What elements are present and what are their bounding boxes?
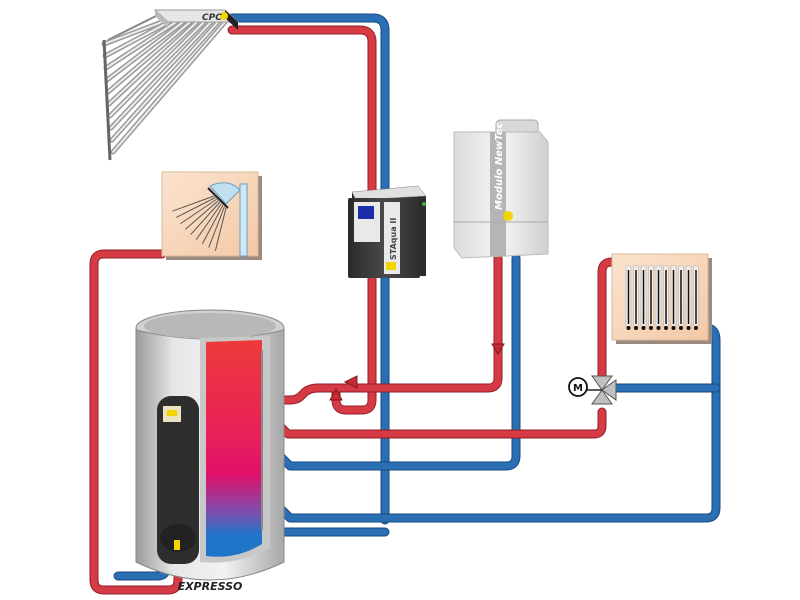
collector-tube <box>107 21 191 93</box>
shower-glass-icon <box>239 183 248 257</box>
collector-tube <box>108 21 198 105</box>
spray-line <box>201 204 224 245</box>
spray-line <box>180 198 218 225</box>
collector-brand-label: CPC <box>202 13 222 23</box>
valve-body-icon <box>591 375 613 391</box>
collector-tube <box>110 21 212 129</box>
flow-arrow-up <box>329 387 343 401</box>
boiler-flow-pipe <box>257 253 503 405</box>
shower-panel <box>161 171 262 260</box>
spray-line <box>208 206 225 248</box>
spray-line <box>195 203 222 240</box>
flow-arrow-left <box>343 375 358 389</box>
boiler-badge <box>503 211 513 221</box>
storage-tank: EXPRESSO <box>135 309 285 593</box>
flow-arrow-down <box>491 343 505 355</box>
boiler: Modulo NewTec <box>453 119 549 259</box>
controller-label: STAqua II <box>389 218 398 260</box>
controller-display <box>358 206 374 219</box>
tank-heater-module <box>157 396 199 564</box>
spray-line <box>214 207 227 251</box>
controller-status-led <box>422 202 426 206</box>
tank-water-gradient <box>206 340 262 557</box>
spray-line <box>184 200 219 230</box>
spray-line <box>190 201 221 236</box>
pipe-network <box>89 13 721 595</box>
collector-header: CPC <box>153 9 240 30</box>
collector-tube <box>109 21 205 117</box>
boiler-label: Modulo NewTec <box>494 122 505 210</box>
spray-line <box>176 197 216 218</box>
radiator-fins-icon <box>625 265 699 330</box>
shower-head-icon <box>172 182 241 251</box>
solar-controller: STAqua II <box>348 185 427 278</box>
collector-badge <box>220 12 228 20</box>
collector-tube <box>106 21 184 81</box>
tank-label: EXPRESSO <box>178 580 243 593</box>
valve-motor-label: M <box>573 383 583 394</box>
spray-line <box>172 195 215 212</box>
controller-badge <box>386 262 396 270</box>
radiator-return-pipe <box>261 323 721 523</box>
solar-collector: CPC <box>101 9 240 161</box>
collector-tube <box>112 21 226 153</box>
collector-tube <box>104 21 170 57</box>
heating-flow-pipe <box>259 405 607 439</box>
collector-tube <box>111 21 219 141</box>
mixing-valve[interactable]: M <box>568 375 617 405</box>
collector-tube <box>105 21 177 69</box>
collector-tube <box>103 21 163 45</box>
collector-tubes <box>101 13 228 161</box>
valve-motor-icon <box>568 377 588 397</box>
radiator <box>611 253 712 344</box>
